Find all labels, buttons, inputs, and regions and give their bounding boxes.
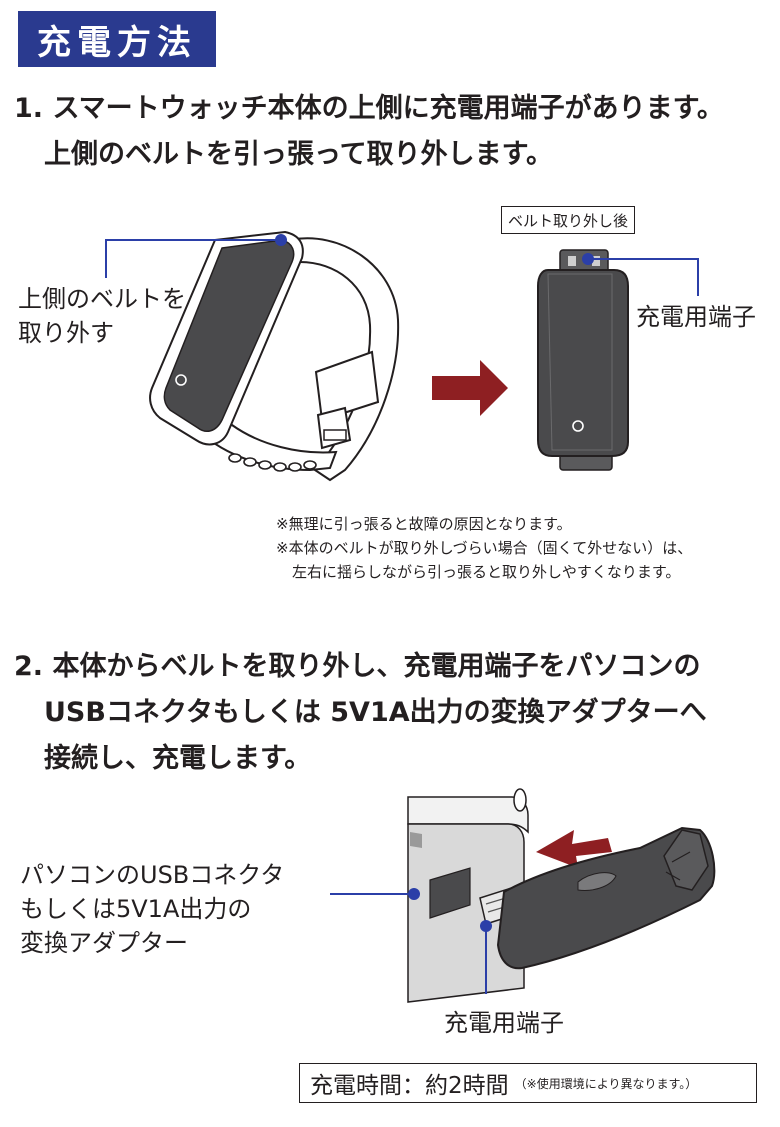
notes: ※無理に引っ張ると故障の原因となります。 ※本体のベルトが取り外しづらい場合（固… <box>276 512 692 584</box>
page-title: 充電方法 <box>18 11 216 67</box>
charger-terminal-illustration <box>479 826 716 970</box>
arrow-right-icon <box>432 360 508 416</box>
terminal-label: 充電用端子 <box>636 303 756 331</box>
pc-usb-illustration <box>407 788 529 1003</box>
device-without-belt-illustration <box>537 249 629 471</box>
step-2-instructions: 2. 本体からベルトを取り外し、充電用端子をパソコンの USBコネクタもしくは … <box>14 644 707 782</box>
callout-label-line-1: 上側のベルトを <box>18 285 186 313</box>
pc-usb-label-line-3: 変換アダプター <box>20 929 188 957</box>
pc-usb-label: パソコンのUSBコネクタ もしくは5V1A出力の 変換アダプター <box>20 858 284 960</box>
arrow-left-icon <box>536 830 612 868</box>
after-removal-label: ベルト取り外し後 <box>501 206 636 234</box>
step-2-line-1: 2. 本体からベルトを取り外し、充電用端子をパソコンの <box>14 651 701 682</box>
terminal-label-2: 充電用端子 <box>444 1009 564 1037</box>
step-1-instructions: 1. スマートウォッチ本体の上側に充電用端子があります。 上側のベルトを引っ張っ… <box>14 86 724 178</box>
step-1-line-2: 上側のベルトを引っ張って取り外します。 <box>44 139 553 170</box>
callout-line-terminal-2 <box>480 920 492 994</box>
watch-with-band-illustration <box>149 230 400 482</box>
note-1: ※無理に引っ張ると故障の原因となります。 <box>276 515 572 533</box>
callout-line-terminal <box>582 253 699 296</box>
callout-label-line-2: 取り外す <box>18 319 114 347</box>
step-1-line-1: 1. スマートウォッチ本体の上側に充電用端子があります。 <box>14 93 724 124</box>
callout-label-remove-belt: 上側のベルトを 取り外す <box>18 282 186 350</box>
note-2: ※本体のベルトが取り外しづらい場合（固くて外せない）は、 <box>276 539 693 557</box>
pc-usb-label-line-2: もしくは5V1A出力の <box>20 895 252 923</box>
callout-line-belt <box>105 234 287 278</box>
charge-time-note: （※使用環境により異なります。） <box>514 1076 698 1091</box>
charge-time-text: 充電時間：約2時間 <box>310 1073 509 1099</box>
callout-line-pc-port <box>330 888 420 900</box>
pc-usb-label-line-1: パソコンのUSBコネクタ <box>20 861 285 889</box>
note-3: 左右に揺らしながら引っ張ると取り外しやすくなります。 <box>292 563 681 581</box>
charge-time-box: 充電時間：約2時間 （※使用環境により異なります。） <box>299 1063 757 1103</box>
step-2-line-3: 接続し、充電します。 <box>44 743 312 774</box>
step-2-line-2: USBコネクタもしくは 5V1A出力の変換アダプターへ <box>44 697 707 728</box>
